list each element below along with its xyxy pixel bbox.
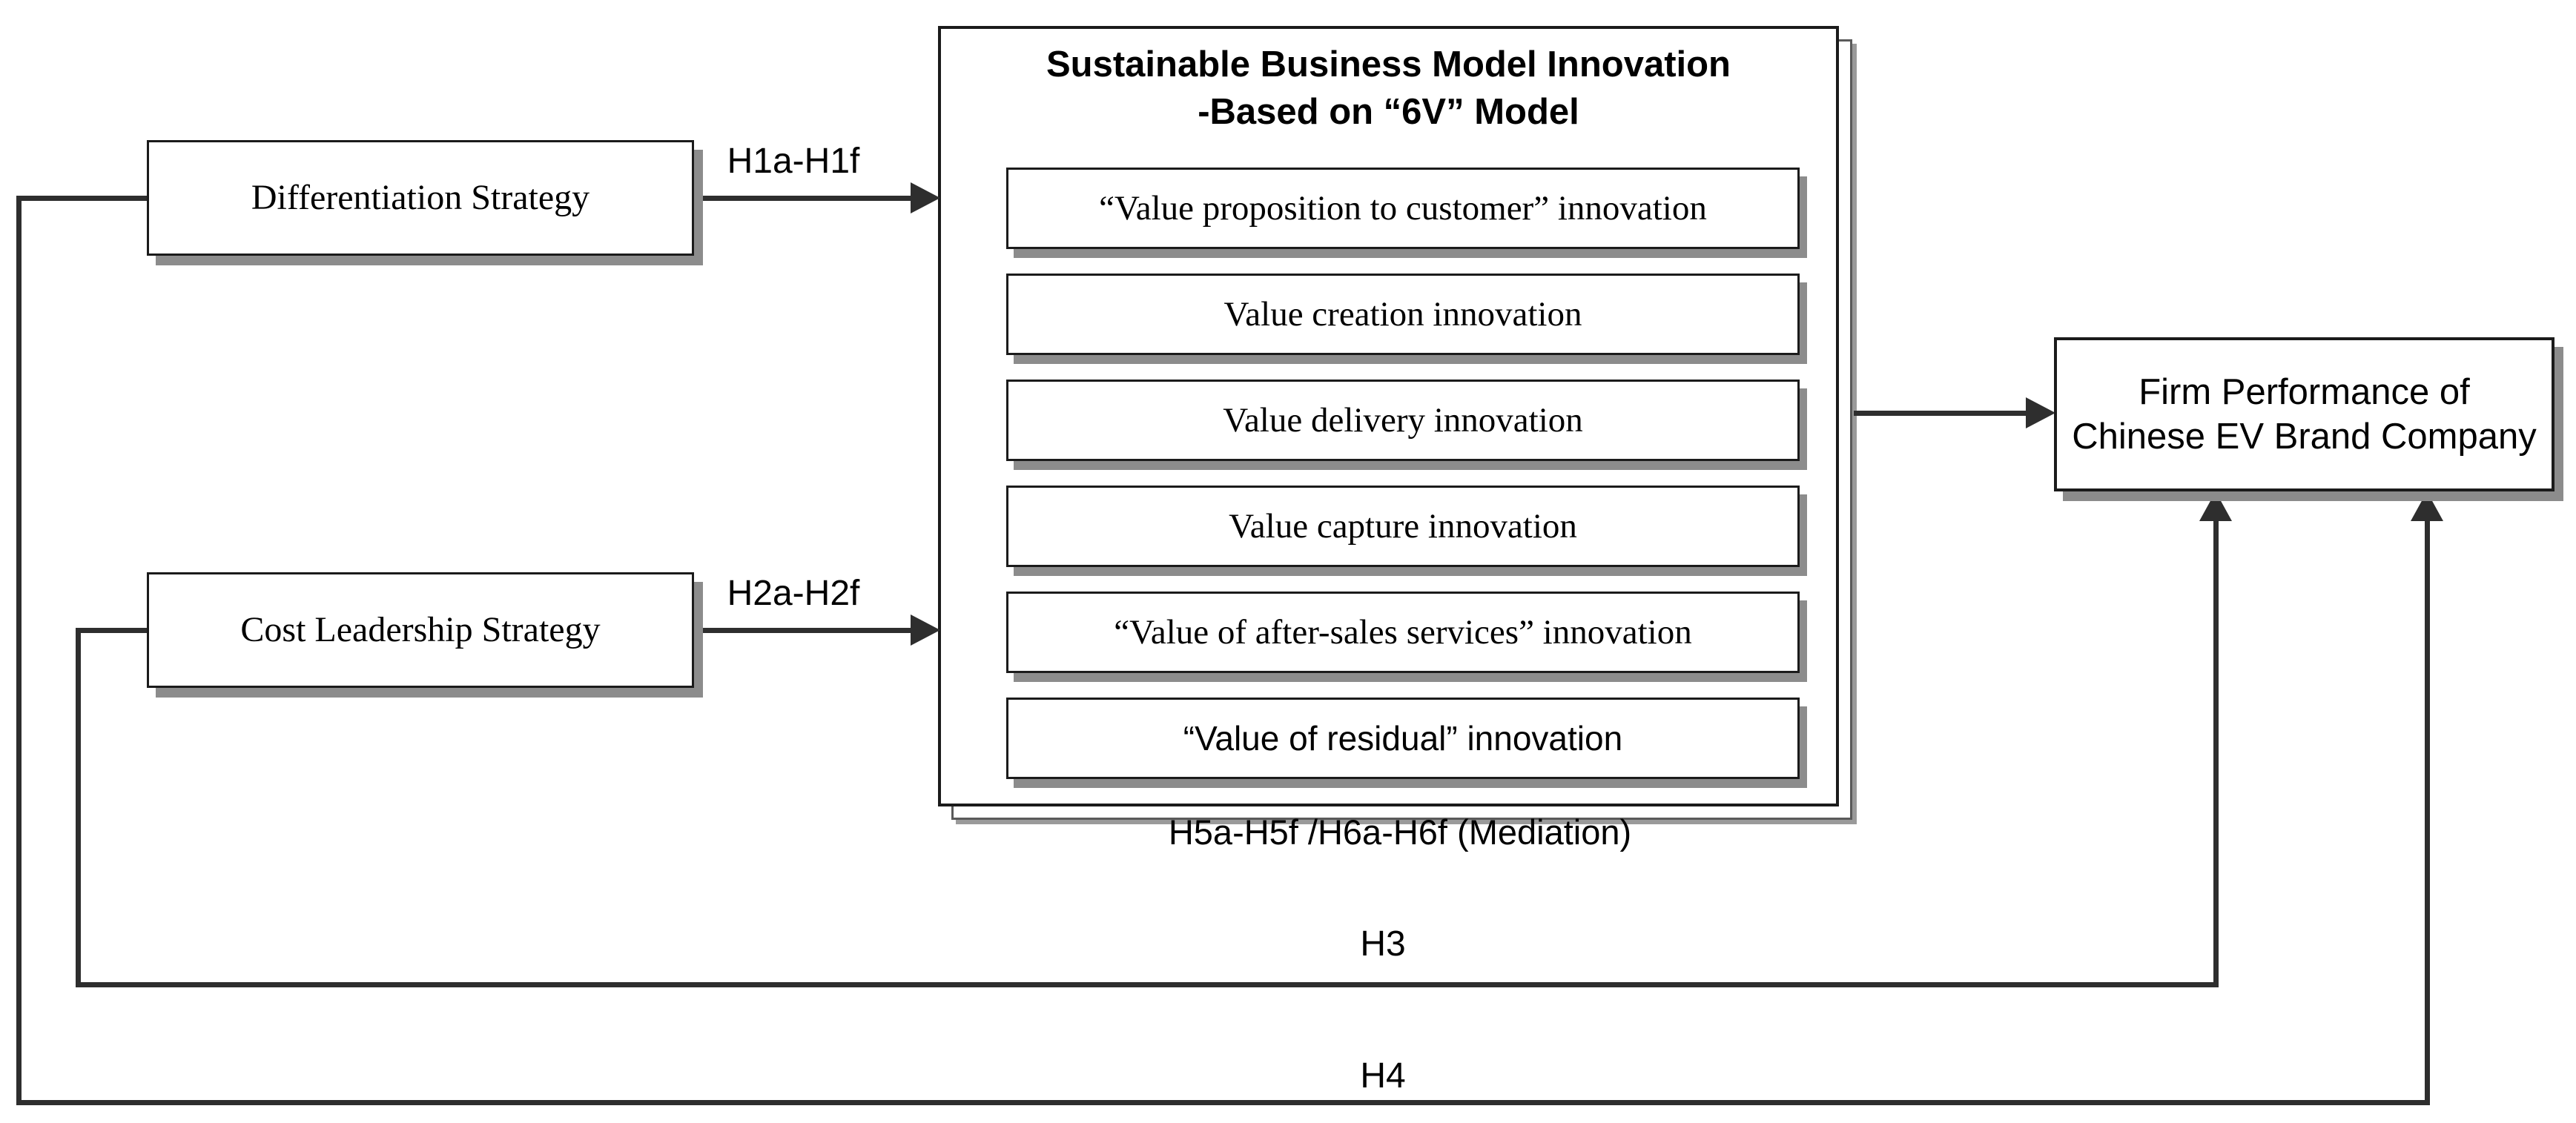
h2-label: H2a-H2f: [727, 574, 860, 613]
h3-label: H3: [1360, 924, 1406, 964]
differentiation-strategy-box: Differentiation Strategy: [147, 140, 694, 256]
value-capture-innovation-box: Value capture innovation: [1006, 486, 1800, 567]
h1-arrow-line: [694, 196, 914, 201]
h3-bottom-horizontal-line: [76, 982, 2219, 987]
sbmi-title-line2: -Based on “6V” Model: [1198, 92, 1579, 132]
cost-leadership-strategy-box: Cost Leadership Strategy: [147, 572, 694, 688]
value-creation-innovation-box: Value creation innovation: [1006, 274, 1800, 355]
firm-performance-box: Firm Performance of Chinese EV Brand Com…: [2054, 337, 2554, 491]
value-proposition-innovation-box: “Value proposition to customer” innovati…: [1006, 168, 1800, 249]
sbmi-title-line1: Sustainable Business Model Innovation: [1046, 44, 1731, 85]
h4-stub-line: [16, 196, 147, 201]
h4-label: H4: [1360, 1056, 1406, 1096]
h3-stub-line: [76, 628, 147, 633]
h2-arrow-line: [694, 628, 914, 633]
sbmi-container: Sustainable Business Model Innovation -B…: [938, 26, 1839, 806]
value-delivery-innovation-box: Value delivery innovation: [1006, 380, 1800, 461]
h3-right-vertical-line: [2213, 519, 2219, 987]
h3-arrowhead-icon: [2199, 491, 2232, 521]
mediation-label: H5a-H5f /H6a-H6f (Mediation): [1168, 812, 1632, 852]
value-residual-innovation-box: “Value of residual” innovation: [1006, 698, 1800, 779]
h4-left-vertical-line: [16, 196, 22, 1105]
mediation-arrowhead-icon: [2026, 397, 2055, 428]
firm-performance-label-line2: Chinese EV Brand Company: [2072, 417, 2537, 457]
value-after-sales-innovation-box: “Value of after-sales services” innovati…: [1006, 592, 1800, 673]
firm-performance-label-line1: Firm Performance of: [2139, 372, 2470, 412]
h1-arrowhead-icon: [911, 182, 940, 213]
h2-arrowhead-icon: [911, 614, 940, 646]
h3-left-vertical-line: [76, 628, 81, 987]
h1-label: H1a-H1f: [727, 142, 860, 181]
mediation-arrow-line: [1854, 411, 2027, 416]
h4-bottom-horizontal-line: [16, 1100, 2430, 1105]
differentiation-strategy-label: Differentiation Strategy: [251, 178, 590, 217]
cost-leadership-strategy-label: Cost Leadership Strategy: [240, 610, 601, 649]
h4-arrowhead-icon: [2411, 491, 2443, 521]
h4-right-vertical-line: [2425, 519, 2430, 1105]
